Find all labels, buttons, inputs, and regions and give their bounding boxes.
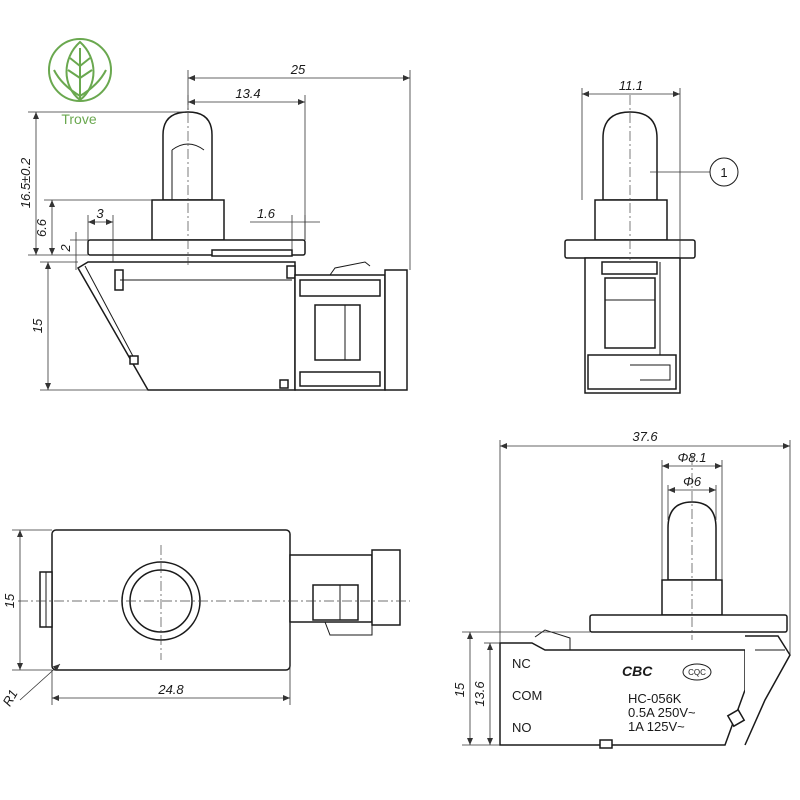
dim-bottom-height: 15 xyxy=(2,593,17,608)
plunger xyxy=(162,111,213,201)
end-elevation-view: 11.1 1 xyxy=(564,78,739,394)
callout-bubble xyxy=(709,157,739,187)
dim-top-body-height: 15 xyxy=(30,318,45,333)
maker-logo: CBC xyxy=(622,663,653,679)
plan-view: 15 24.8 R1 xyxy=(0,529,410,709)
terminal-no: NO xyxy=(512,720,532,735)
dim-top-small-16: 1.6 xyxy=(257,206,276,221)
side-elevation-view: 25 13.4 16.5±0.2 6.6 2 15 3 1.6 xyxy=(18,62,411,391)
leaf-icon xyxy=(48,38,112,102)
dim-front-height: 15 xyxy=(452,682,467,697)
rating-line-2: 1A 125V~ xyxy=(628,719,685,734)
dim-top-height: 16.5±0.2 xyxy=(18,157,33,208)
switch-body xyxy=(76,261,296,391)
dim-top-offset: 13.4 xyxy=(235,86,260,101)
brand-name: Trove xyxy=(61,111,96,127)
dim-bottom-radius: R1 xyxy=(0,687,21,709)
dim-front-inner-height: 13.6 xyxy=(472,681,487,707)
terminal-nc: NC xyxy=(512,656,531,671)
model-number: HC-056K xyxy=(628,691,682,706)
dim-front-dia-inner: Φ6 xyxy=(683,474,702,489)
front-flange xyxy=(589,614,788,633)
dim-top-small-3: 3 xyxy=(96,206,104,221)
dim-top-small-2: 2 xyxy=(58,244,73,253)
dim-front-overall-width: 37.6 xyxy=(632,429,658,444)
dim-front-dia-outer: Φ8.1 xyxy=(678,450,707,465)
cert-mark: CQC xyxy=(688,668,706,677)
dim-side-width: 11.1 xyxy=(619,78,643,93)
rating-line-1: 0.5A 250V~ xyxy=(628,705,696,720)
front-elevation-view: NC COM NO CBC CQC HC-056K 0.5A 250V~ 1A … xyxy=(452,429,791,749)
cqc-mark-icon: CQC xyxy=(682,663,712,681)
dim-bottom-width: 24.8 xyxy=(157,682,184,697)
dim-top-step: 6.6 xyxy=(34,218,49,237)
terminal-com: COM xyxy=(512,688,542,703)
dim-top-overall-width: 25 xyxy=(290,62,306,77)
brand-logo: Trove xyxy=(48,38,112,127)
callout-number: 1 xyxy=(720,165,727,180)
